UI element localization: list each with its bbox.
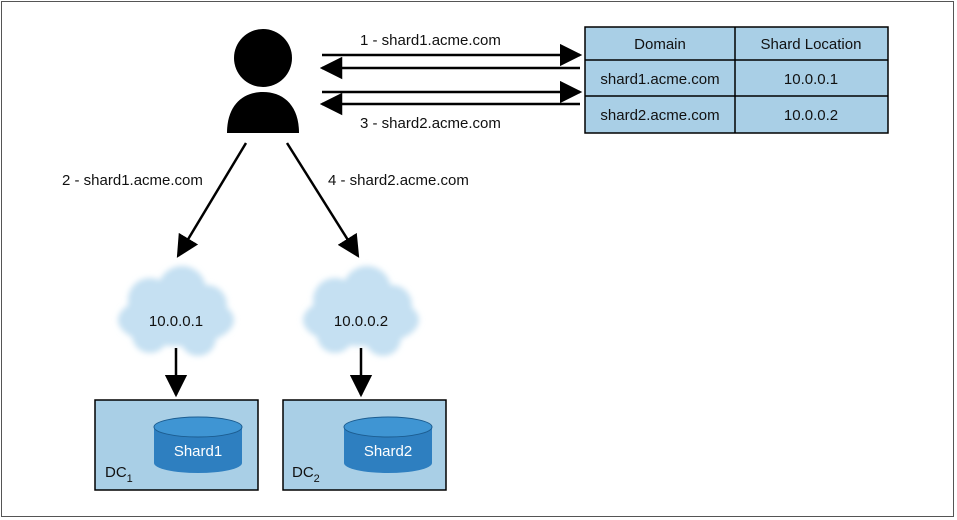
arrow-step4 — [285, 142, 360, 258]
datacenter-1: DC1 Shard1 — [94, 399, 259, 491]
dc1-label: DC1 — [105, 464, 133, 485]
cloud-left-ip: 10.0.0.1 — [149, 313, 203, 330]
cloud-right: 10.0.0.2 — [303, 266, 419, 356]
table-cell-location-2: 10.0.0.2 — [784, 107, 838, 124]
label-step2: 2 - shard1.acme.com — [62, 172, 203, 189]
shard1-label: Shard1 — [174, 443, 222, 460]
table-cell-domain-1: shard1.acme.com — [600, 71, 719, 88]
label-step4: 4 - shard2.acme.com — [328, 172, 469, 189]
label-step1: 1 - shard1.acme.com — [360, 32, 501, 49]
lookup-table: Domain Shard Location shard1.acme.com 10… — [584, 26, 889, 134]
cloud-left: 10.0.0.1 — [118, 266, 234, 356]
datacenter-2: DC2 Shard2 — [282, 399, 447, 491]
arrow-step2 — [176, 142, 248, 258]
cloud-right-ip: 10.0.0.2 — [334, 313, 388, 330]
user-icon — [227, 29, 299, 133]
table-cell-location-1: 10.0.0.1 — [784, 71, 838, 88]
dc2-label: DC2 — [292, 464, 320, 485]
table-header-shard-location: Shard Location — [761, 36, 862, 53]
label-step3: 3 - shard2.acme.com — [360, 115, 501, 132]
table-cell-domain-2: shard2.acme.com — [600, 107, 719, 124]
database-icon — [153, 416, 243, 473]
database-icon — [343, 416, 433, 473]
table-header-domain: Domain — [634, 36, 686, 53]
shard2-label: Shard2 — [364, 443, 412, 460]
